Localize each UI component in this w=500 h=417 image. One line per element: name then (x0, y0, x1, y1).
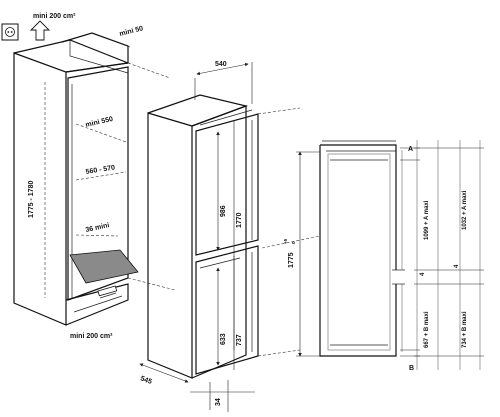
label-545: 545 (139, 375, 152, 386)
label-1770: 1770 (236, 212, 243, 228)
label-mini-200-bottom: mini 200 cm² (70, 333, 113, 340)
label-B: B (409, 365, 414, 372)
label-1032: 1032 + A maxi (462, 190, 468, 230)
fridge-drawing: 540 986 1770 633 737 545 34 (139, 61, 321, 412)
label-633: 633 (220, 333, 227, 345)
label-mini-550: mini 550 (85, 116, 114, 129)
label-734: 734 + B maxi (462, 311, 468, 348)
label-540: 540 (215, 61, 227, 68)
label-667: 667 + B maxi (424, 311, 430, 348)
airflow-arrow-icon (29, 20, 51, 41)
label-737: 737 (236, 334, 243, 346)
section-drawing: 1775 +5 0 A B 1099 + A maxi 1032 + A max… (283, 140, 484, 372)
label-560-570: 560 - 570 (85, 164, 115, 176)
label-1775: 1775 (288, 252, 295, 268)
power-socket-icon (1, 23, 19, 41)
label-A: A (408, 146, 413, 153)
label-tol-plus: +5 (283, 238, 288, 244)
label-1775-1780: 1775 - 1780 (28, 181, 35, 218)
niche-drawing: mini 200 cm² 1775 - 1780 mini 550 560 - … (1, 13, 176, 340)
label-986: 986 (220, 205, 227, 217)
label-mini-50: mini 50 (119, 25, 144, 38)
label-4b: 4 (454, 264, 460, 268)
label-mini-200-top: mini 200 cm² (33, 13, 76, 20)
label-tol-zero: 0 (291, 241, 296, 244)
label-36-mini: 36 mini (85, 222, 110, 234)
label-4a: 4 (420, 272, 426, 276)
label-34: 34 (215, 398, 222, 406)
label-1099: 1099 + A maxi (424, 200, 430, 240)
